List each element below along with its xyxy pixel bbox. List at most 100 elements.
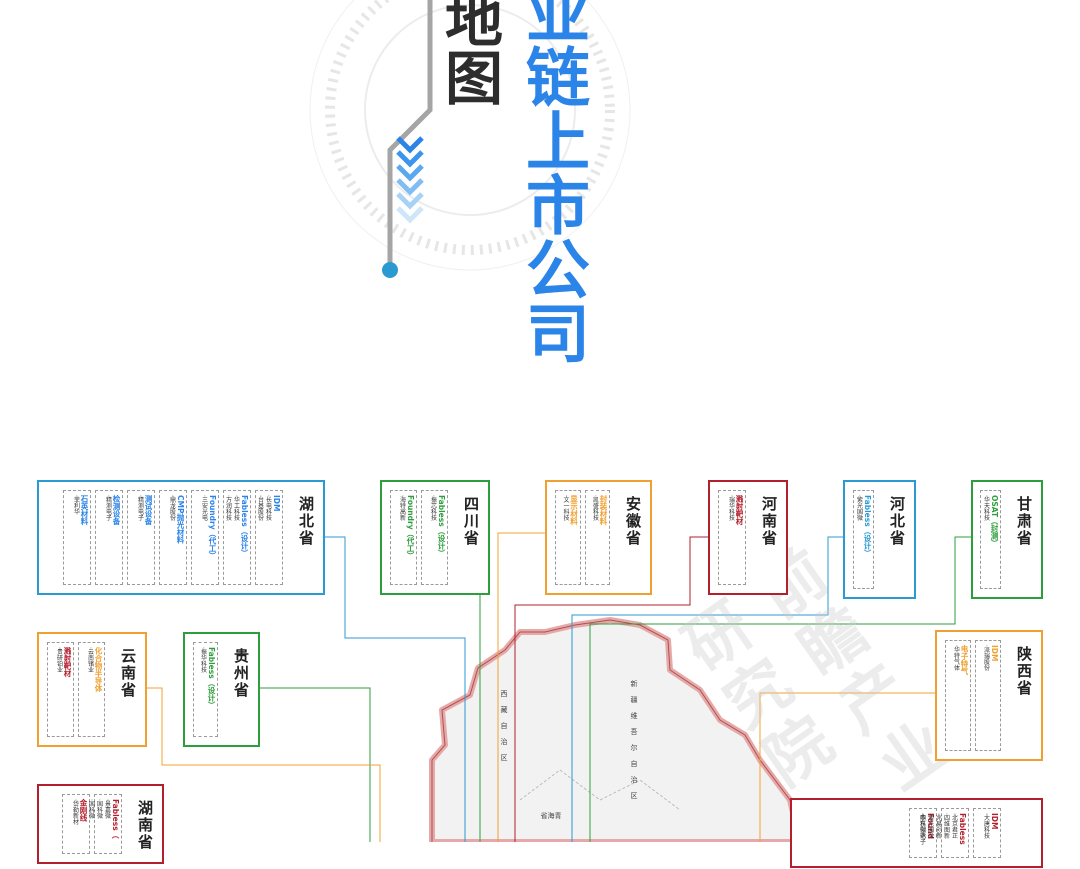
industry-heading: 显示材料 — [569, 495, 579, 525]
province-name: 云南省 — [119, 648, 137, 699]
header-decoration — [309, 0, 631, 278]
dashed-ring-outer — [325, 0, 615, 255]
province-name: 湖北省 — [297, 496, 315, 547]
province-box: 云南省 化合物半导体·云南锗业 溅射靶材·贵研铂业 — [37, 632, 147, 747]
company-name: ·紫光国微 — [855, 495, 863, 521]
company-name: ·派瑞股份 — [982, 645, 990, 671]
industry-columns: IDM·派瑞股份电子特气·华特气体 — [945, 640, 1001, 751]
company-name: ·景嘉微 — [103, 799, 111, 819]
industry-column: Fabless（设计）·华工科技·万润科技 — [223, 490, 251, 585]
industry-heading: 测试设备 — [144, 495, 153, 525]
industry-heading: Fabless（ — [111, 799, 120, 839]
province-box: 安徽省封装材料·凯盛科技显示材料·文一科技 — [545, 480, 652, 595]
industry-column: Fabless（设计）·振华科技 — [193, 642, 218, 737]
industry-columns: Fabless（·景嘉微·国科微·国科微金刚线·岱勒新材 — [47, 794, 122, 854]
company-name: ·华天科技 — [982, 495, 990, 521]
industry-heading: 化合物半导体 — [94, 647, 103, 692]
timeline-dot — [382, 262, 398, 278]
map-label-tibet: 西藏自治区 — [500, 690, 508, 770]
industry-heading: 石英材料 — [80, 495, 89, 525]
company-name: ·中科创达 — [918, 813, 926, 839]
title-sub: 地图 — [435, 0, 503, 106]
industry-heading: 金刚线 — [79, 799, 88, 822]
industry-column: IDM·大唐科技 — [973, 808, 1001, 858]
industry-column: 封装材料·凯盛科技 — [584, 490, 610, 585]
industry-column: Foundry（代工）·三安光电 — [191, 490, 219, 585]
company-name: ·瑞华科技 — [727, 495, 735, 521]
company-name: ·鼎龙股份 — [168, 495, 176, 521]
industry-column: Fabless（设计）·紫光国微 — [852, 490, 874, 589]
company-name: ·台基股份 — [256, 495, 264, 521]
industry-columns: OSAT（封测）·华天科技 — [979, 490, 1001, 589]
province-name: 安徽省 — [624, 496, 642, 547]
company-name: ·菲利华 — [72, 495, 80, 515]
company-name: ·精测电子 — [136, 495, 144, 521]
industry-heading: Fabless（设计） — [207, 647, 216, 709]
industry-column: IDM·长电科技·台基股份 — [255, 490, 283, 585]
company-name: ·振华科技 — [199, 647, 207, 673]
province-name: 贵州省 — [232, 648, 250, 699]
province-name: 四川省 — [462, 496, 480, 547]
ring-inner — [364, 4, 576, 216]
industry-column: Fabless（设计）·振芯科技 — [421, 490, 448, 585]
industry-heading: Fabless（设计） — [437, 495, 446, 557]
industry-column: 溅射靶材·瑞华科技 — [718, 490, 746, 585]
company-name: ·振芯科技 — [429, 495, 437, 521]
industry-column: 石英材料·菲利华 — [63, 490, 91, 585]
internal-border — [519, 769, 681, 811]
map-label-xinjiang: 新疆维吾尔自治区 — [630, 680, 638, 808]
map-border — [431, 619, 801, 842]
industry-heading: 溅射靶材 — [63, 647, 72, 677]
industry-columns: Fabless（设计）·紫光国微 — [852, 490, 874, 589]
industry-heading: Found — [926, 813, 935, 840]
industry-heading: Fabless — [958, 813, 967, 845]
company-name: ·紫光国微 — [926, 813, 934, 839]
company-name: ·华工科技 — [232, 495, 240, 521]
company-name: ·长电科技 — [264, 495, 272, 521]
province-box: 河北省 Fabless（设计）·紫光国微 — [843, 480, 916, 599]
industry-column: 金刚线·岱勒新材 — [62, 794, 90, 854]
company-name: ·岱勒新材 — [71, 799, 79, 825]
map-label-qinghai: 青海省 — [540, 812, 562, 828]
industry-column: Fabless（·景嘉微·国科微·国科微 — [88, 794, 122, 854]
industry-column: 检测设备·精测电子 — [95, 490, 123, 585]
province-box: 河南省溅射靶材·瑞华科技 — [708, 480, 788, 595]
company-name: ·三安光电 — [200, 495, 208, 521]
company-name: ·燕东微电子 — [918, 813, 926, 845]
industry-columns: 化合物半导体·云南锗业 溅射靶材·贵研铂业 — [47, 642, 105, 737]
company-name: ·国科微 — [95, 799, 103, 819]
company-name: ·海特高新 — [398, 495, 406, 521]
province-box: 甘肃省 OSAT（封测）·华天科技 — [971, 480, 1043, 599]
company-name: ·凯盛科技 — [591, 495, 599, 521]
industry-heading: Foundry（代工） — [208, 495, 217, 560]
industry-column: Foundry（代工）·海特高新 — [390, 490, 417, 585]
company-name: ·云南锗业 — [86, 647, 94, 673]
province-name: 甘肃省 — [1015, 496, 1033, 547]
company-name: ·贵研铂业 — [55, 647, 63, 673]
industry-heading: Fabless（设计） — [863, 495, 872, 557]
province-name: 河北省 — [888, 496, 906, 547]
company-name: ·大唐科技 — [982, 813, 990, 839]
industry-heading: CMP抛光材料 — [176, 495, 185, 544]
industry-heading: 溅射靶材 — [735, 495, 744, 525]
company-name: ·北京君正 — [950, 813, 958, 839]
province-name: 河南省 — [760, 496, 778, 547]
chevron-arrows-icon — [396, 136, 424, 224]
industry-column: OSAT（封测）·华天科技 — [979, 490, 1001, 589]
industry-heading: 封装材料 — [599, 495, 608, 525]
company-name: ·四维图新 — [942, 813, 950, 839]
industry-columns: Fabless（设计）·振华科技 — [193, 642, 218, 737]
industry-heading: IDM — [990, 645, 999, 662]
industry-column: 测试设备·精测电子 — [127, 490, 155, 585]
title-main: 业链上市公司 — [515, 0, 589, 364]
industry-heading: 电子特气 — [960, 645, 969, 675]
industry-heading: 检测设备 — [112, 495, 121, 525]
company-name: ·万润科技 — [224, 495, 232, 521]
